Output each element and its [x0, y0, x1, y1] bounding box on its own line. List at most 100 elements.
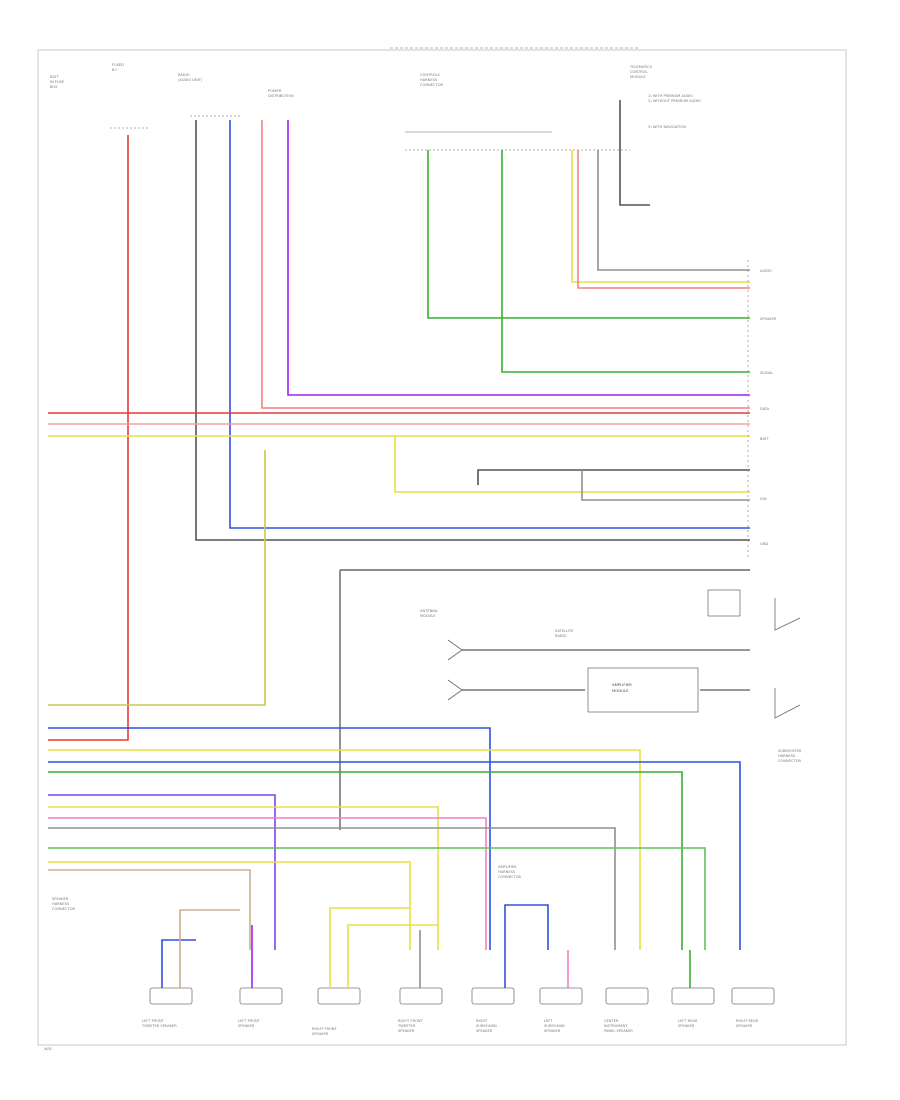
radio-line-1: RADIO [178, 73, 190, 77]
wire-black-mid [477, 469, 750, 485]
wire-green-right-2 [501, 150, 750, 373]
antenna-symbol-2 [447, 679, 463, 701]
note-telematics: TELEMATICS CONTROL MODULE [629, 65, 653, 79]
antenna2-line-1: SATELLITE [555, 629, 574, 633]
wire-blue-radio [229, 120, 750, 529]
speaker-right-rear: RIGHT REAR SPEAKER [731, 987, 775, 1028]
note-controls-harness: CONTROLS HARNESS CONNECTOR [420, 73, 444, 87]
speaker-body [239, 987, 283, 1005]
wire-yellow-bus-2 [394, 436, 750, 493]
speaker-right-surround: RIGHT SURROUND SPEAKER [471, 987, 515, 1033]
lead-rf-a [329, 907, 410, 988]
speaker-row: LEFT FRONT TWEETER SPEAKER LEFT FRONT SP… [141, 987, 775, 1036]
wire-yellow-lower-3 [48, 861, 411, 950]
wire-group-top-right [427, 100, 750, 373]
wire-yellow-right [571, 150, 750, 283]
right-note-line-3: CONNECTOR [778, 759, 802, 763]
antenna2-line-2: RADIO [555, 634, 567, 638]
wire-tan-lower [48, 869, 251, 950]
antenna-mast-1 [774, 598, 801, 631]
wire-blue-lower-2 [48, 761, 741, 950]
wire-green-right [427, 150, 750, 319]
note-right1-line-1: 1) WITH PREMIUM AUDIO [648, 94, 693, 98]
speaker-label-line-3: SPEAKER [476, 1029, 493, 1033]
right-label-speaker: SPEAKER [760, 317, 777, 321]
speaker-label-line-1: LEFT FRONT [238, 1019, 261, 1023]
fuse-block-line-2: IN FUSE [50, 80, 65, 84]
wire-gray-right [597, 150, 750, 271]
speaker-left-surround: LEFT SURROUND SPEAKER [539, 987, 583, 1033]
fuse-block-line-3: BOX [50, 85, 58, 89]
speaker-left-front-tweeter: LEFT FRONT TWEETER SPEAKER [141, 987, 193, 1028]
wire-darkgray-right [619, 100, 650, 206]
speaker-label-line-1: LEFT FRONT [142, 1019, 165, 1023]
antenna-section: ANTENNA MODULE SATELLITE RADIO AMPLIFIER… [420, 589, 801, 719]
right-label-audio: AUDIO [760, 269, 772, 273]
power-line-2: DISTRIBUTION [268, 94, 294, 98]
note-premium-audio: 1) WITH PREMIUM AUDIO 2) WITHOUT PREMIUM… [648, 94, 701, 129]
speaker-label-line-1: RIGHT FRONT [398, 1019, 423, 1023]
speaker-label-line-3: SPEAKER [398, 1029, 415, 1033]
speaker-left-front: LEFT FRONT SPEAKER [238, 987, 283, 1028]
lead-lft-a [161, 939, 196, 988]
speaker-label-line-1: LEFT REAR [678, 1019, 698, 1023]
speaker-label-line-2: SURROUND [544, 1024, 565, 1028]
speaker-label-line-2: SPEAKER [312, 1032, 329, 1036]
fused-line-1: FUSED [112, 63, 124, 67]
speaker-label-line-2: INSTRUMENT [604, 1024, 628, 1028]
mid-note-line-3: CONNECTOR [498, 875, 522, 879]
speaker-body [605, 987, 649, 1005]
note-mid-line-2: CONTROL [630, 70, 648, 74]
speaker-body [399, 987, 443, 1005]
wire-group-top-left [48, 120, 750, 741]
note-mid-line-1: TELEMATICS [629, 65, 653, 69]
radio-line-2: (AUDIO UNIT) [178, 78, 203, 82]
fuse-block-line-1: BATT [50, 75, 60, 79]
speaker-body [671, 987, 715, 1005]
fused-line-2: B+ [112, 68, 117, 72]
wire-yellow-lower [48, 749, 641, 950]
wire-violet-power [287, 120, 750, 396]
speaker-label-line-2: SPEAKER [678, 1024, 695, 1028]
speaker-label-line-1: LEFT [544, 1019, 553, 1023]
note-mid-line-3: MODULE [630, 75, 646, 79]
right-label-batt: BATT [760, 437, 770, 441]
speaker-label-line-2: TWEETER SPEAKER [141, 1024, 177, 1028]
antenna-symbol-1 [447, 639, 463, 661]
speaker-label-line-1: RIGHT [476, 1019, 488, 1023]
right-terminal-labels: AUDIO SPEAKER SIGNAL DATA BATT IGN GND [760, 269, 777, 546]
header-power-label: POWER DISTRIBUTION [268, 89, 294, 98]
amplifier-box [587, 667, 699, 713]
right-note-line-1: SUBWOOFER [778, 749, 802, 753]
wire-violet-lower [48, 794, 276, 950]
speaker-right-front: RIGHT FRONT SPEAKER [312, 987, 361, 1036]
power-line-1: POWER [268, 89, 282, 93]
header-radio-unit: RADIO (AUDIO UNIT) [178, 73, 203, 82]
speaker-leads [161, 907, 691, 988]
speaker-body [539, 987, 583, 1005]
amp-box-line-2: MODULE [612, 688, 629, 693]
note-right2-line-1: 3) WITH NAVIGATION [648, 125, 686, 129]
wire-red-left [48, 135, 129, 741]
speaker-right-front-tweeter: RIGHT FRONT TWEETER SPEAKER [397, 987, 443, 1033]
left-note-line-3: CONNECTOR [52, 907, 76, 911]
header-fuse-block: BATT IN FUSE BOX [50, 75, 65, 89]
diagram-border [37, 49, 847, 1046]
amp-box-line-1: AMPLIFIER [612, 682, 632, 687]
antenna1-line-1: ANTENNA [420, 609, 438, 613]
wire-gray-mid [581, 470, 750, 501]
bottom-notes: SPEAKER HARNESS CONNECTOR AMPLIFIER HARN… [52, 749, 802, 911]
wire-black-radio [195, 120, 750, 541]
antenna-mast-2 [774, 688, 801, 719]
antenna1-line-2: MODULE [420, 614, 436, 618]
right-label-gnd: GND [760, 542, 768, 546]
speaker-label-line-3: SPEAKER [544, 1029, 561, 1033]
mid-note-line-1: AMPLIFIER [498, 865, 517, 869]
page-reference: W/D [44, 1047, 52, 1051]
wire-blue-lower [48, 727, 491, 950]
speaker-label-line-1: RIGHT FRONT [312, 1027, 337, 1031]
speaker-body [317, 987, 361, 1005]
speaker-label-line-2: SPEAKER [736, 1024, 753, 1028]
bus-lines-lower [48, 727, 741, 950]
